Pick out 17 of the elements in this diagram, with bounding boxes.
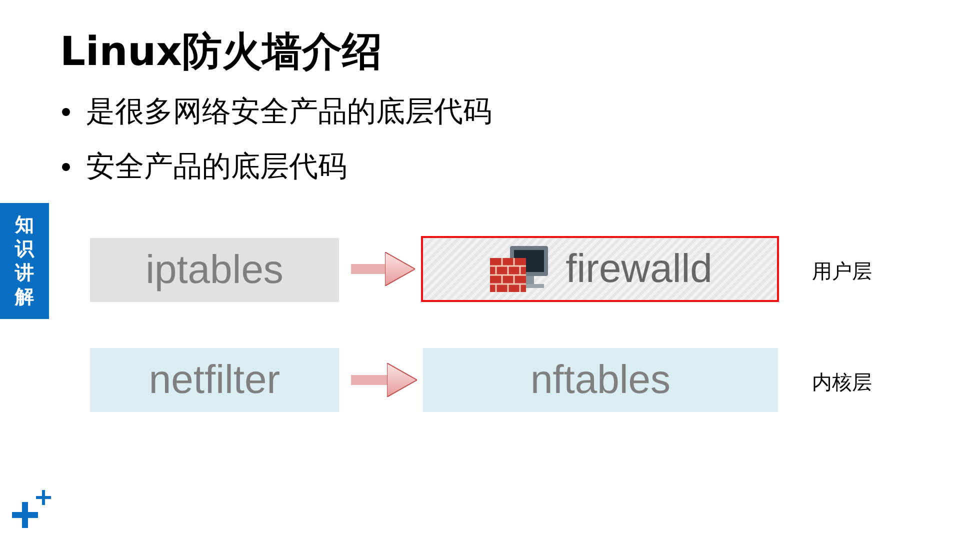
arrow (351, 252, 416, 286)
process-box (90, 348, 339, 412)
layer-label: 用户层 (812, 258, 872, 285)
arrow (351, 362, 418, 398)
process-box (421, 236, 779, 302)
side-tab (0, 203, 49, 319)
process-box (423, 348, 778, 412)
bullet-text: 是很多网络安全产品的底层代码 (86, 93, 492, 130)
node-label: firewalld (566, 246, 712, 292)
layer-label: 内核层 (812, 369, 872, 396)
node-label: netfilter (148, 358, 280, 402)
slide-title: Linux防火墙介绍 (60, 28, 382, 77)
node-label: nftables (530, 358, 671, 402)
node-label: iptables (146, 248, 284, 292)
process-box (90, 238, 339, 302)
tab-label: 知识讲解 (14, 213, 34, 309)
bullet-text: 安全产品的底层代码 (86, 148, 347, 185)
